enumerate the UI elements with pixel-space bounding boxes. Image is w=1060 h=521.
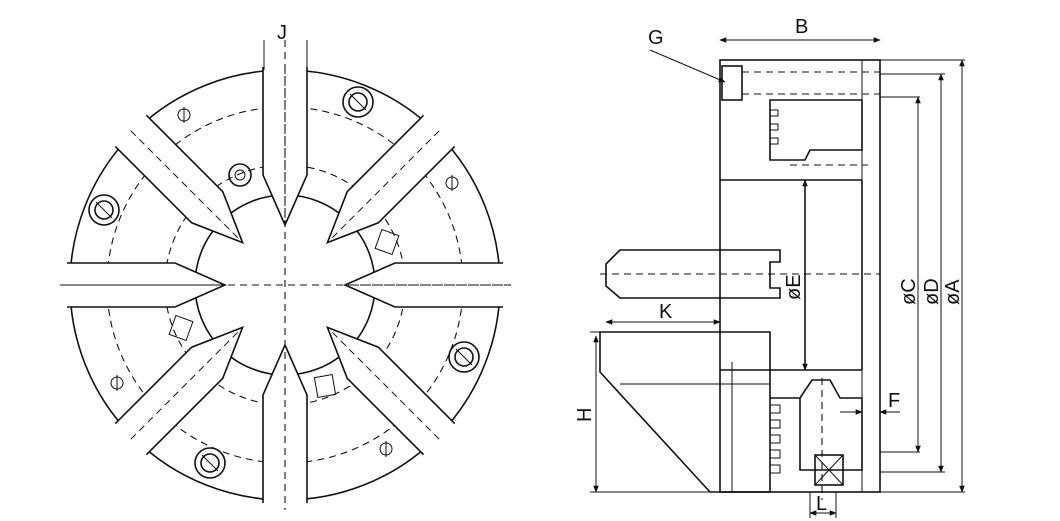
adjust-screw — [228, 163, 252, 187]
lower-key-box — [814, 454, 844, 486]
dim-G-leader — [649, 49, 726, 83]
grease-fitting — [379, 441, 393, 457]
dim-label-D: øD — [921, 278, 943, 305]
bolt-G — [721, 65, 743, 101]
lower-jaw — [770, 379, 863, 471]
top-jaw-wedge — [599, 331, 771, 493]
upper-jaw-teeth — [770, 109, 779, 145]
mounting-bolt — [88, 194, 120, 226]
jaw-slot — [326, 114, 456, 244]
dim-label-A: øA — [942, 279, 964, 305]
upper-jaw-profile — [769, 99, 863, 161]
dim-label-E: øE — [783, 274, 805, 300]
plunger-head — [720, 249, 781, 299]
plunger — [605, 249, 720, 299]
mounting-bolt — [342, 86, 374, 118]
grease-fitting — [445, 175, 459, 191]
mounting-bolt — [194, 447, 226, 479]
lower-jaw-teeth — [770, 404, 781, 474]
jaw-slot — [114, 114, 244, 244]
key-block — [374, 228, 400, 256]
dim-label-B: B — [795, 16, 808, 38]
grease-fitting — [110, 375, 124, 391]
side-body — [719, 59, 881, 493]
grease-fitting — [177, 107, 191, 123]
key-block — [168, 314, 194, 342]
key-block — [313, 374, 337, 398]
dim-label-F: F — [888, 390, 900, 412]
jaw-slot — [326, 326, 456, 456]
jaw-slot — [114, 326, 244, 456]
dim-label-K: K — [659, 301, 673, 323]
dim-label-G: G — [648, 27, 664, 49]
dim-label-C: øC — [898, 278, 920, 305]
side-view: B G øE øC øD øA K F H — [574, 16, 965, 518]
dim-label-J: J — [277, 22, 287, 44]
front-view: J — [60, 22, 515, 510]
dim-label-L: L — [816, 493, 827, 515]
dim-label-H: H — [574, 408, 596, 422]
mounting-bolt — [448, 341, 480, 373]
